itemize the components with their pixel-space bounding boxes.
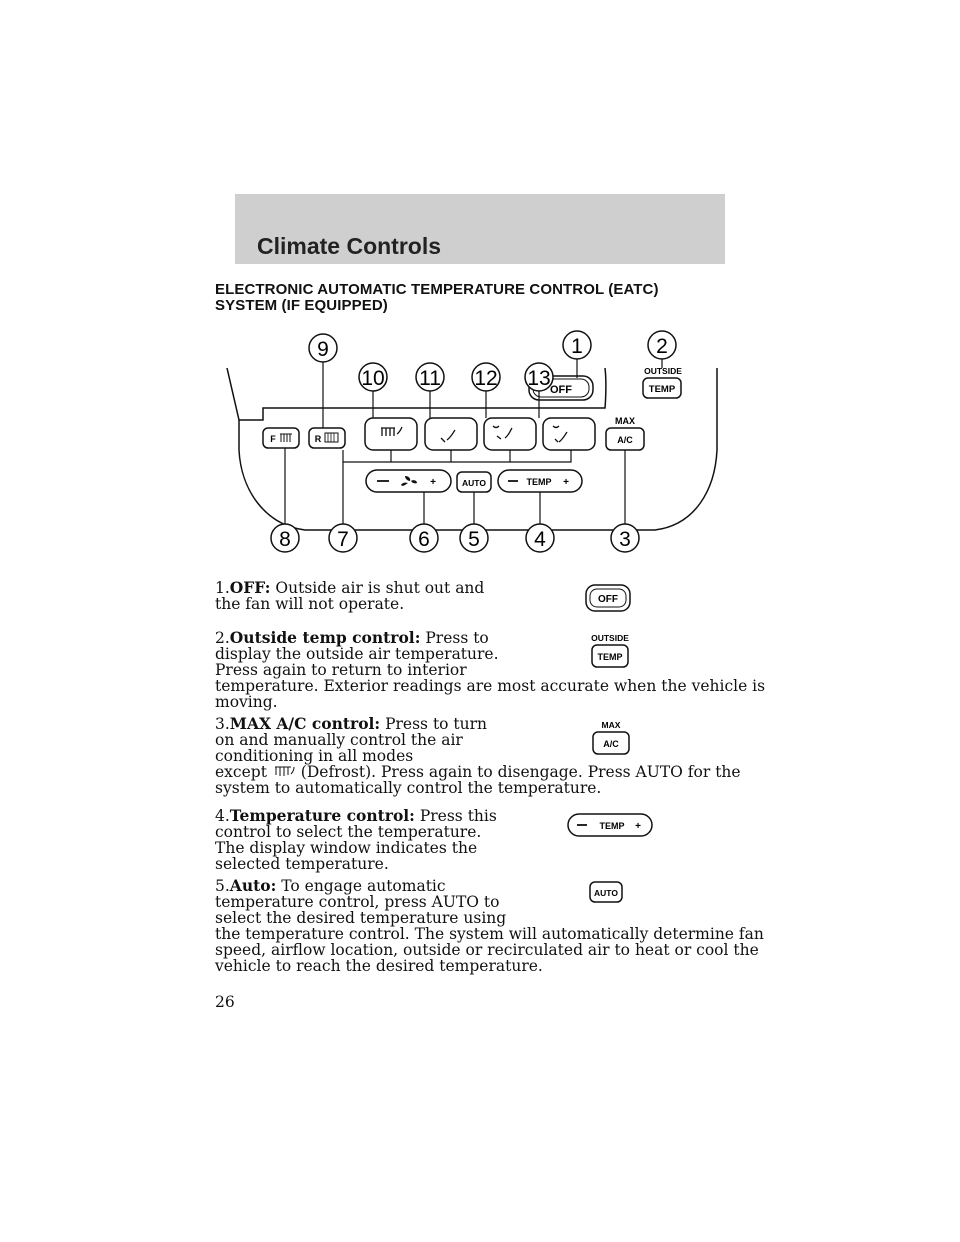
- item-text: conditioning in all modes: [215, 747, 414, 765]
- item-lead: Auto:: [229, 876, 277, 895]
- fan-plus: +: [430, 477, 436, 488]
- temp-control-icon-plus: +: [635, 821, 641, 832]
- off-button-label: OFF: [550, 384, 572, 396]
- item-text: Press to: [425, 629, 489, 647]
- item-text: Outside air is shut out and: [275, 579, 485, 597]
- callout-13: 13: [527, 367, 550, 390]
- outside-temp-button-diagram: OUTSIDE TEMP: [642, 366, 682, 399]
- callout-7: 7: [337, 528, 349, 551]
- item-number: 1.: [215, 579, 230, 597]
- temp-plus: +: [563, 477, 569, 488]
- section-heading: ELECTRONIC AUTOMATIC TEMPERATURE CONTROL…: [215, 282, 735, 314]
- outside-label: OUTSIDE: [644, 366, 682, 376]
- callout-4: 4: [534, 528, 546, 551]
- item-text: temperature control, press AUTO to: [215, 893, 500, 911]
- front-label: F: [270, 434, 276, 444]
- mode-icons: [381, 425, 568, 443]
- item-number: 4.: [215, 807, 230, 825]
- ac-icon-label: A/C: [603, 739, 619, 749]
- chapter-header: Climate Controls: [235, 194, 725, 264]
- item-auto: 5.Auto: To engage automatic temperature …: [215, 876, 764, 975]
- item-off: 1.OFF: Outside air is shut out and the f…: [215, 578, 485, 613]
- max-label: MAX: [615, 416, 635, 426]
- item-text: Press again to return to interior: [215, 661, 467, 679]
- off-icon-label: OFF: [598, 594, 618, 605]
- max-ac-button-diagram: MAX A/C: [605, 416, 645, 451]
- callout-12: 12: [474, 367, 497, 390]
- item-number: 5.: [215, 877, 230, 895]
- item-text: The display window indicates the: [215, 839, 478, 857]
- defrost-icon: [274, 766, 295, 776]
- callout-5: 5: [468, 528, 480, 551]
- auto-button-icon: AUTO: [589, 881, 623, 903]
- item-text-inline: except (Defrost). Press again to disenga…: [215, 764, 741, 780]
- item-text: system to automatically control the temp…: [215, 779, 602, 797]
- item-text: the fan will not operate.: [215, 595, 405, 613]
- item-text: control to select the temperature.: [215, 823, 482, 841]
- temp-control-icon-label: TEMP: [599, 821, 624, 831]
- item-number: 3.: [215, 715, 230, 733]
- item-text: vehicle to reach the desired temperature…: [215, 957, 543, 975]
- leader-lines: [284, 355, 663, 524]
- off-button-icon: OFF: [585, 584, 631, 612]
- callout-10: 10: [361, 367, 384, 390]
- callout-numbers: 1 2 3 4 5 6 7 8 9 10 11 12 13: [279, 335, 668, 551]
- item-text: speed, airflow location, outside or reci…: [215, 941, 759, 959]
- item-text: display the outside air temperature.: [215, 645, 499, 663]
- item-text: moving.: [215, 693, 278, 711]
- item-text: on and manually control the air: [215, 731, 463, 749]
- item-text: temperature. Exterior readings are most …: [215, 677, 766, 695]
- callout-2: 2: [656, 335, 668, 358]
- temperature-control-icon: TEMP +: [567, 813, 653, 837]
- mode-buttons-diagram: [364, 417, 596, 451]
- callout-8: 8: [279, 528, 291, 551]
- item-text: (Defrost). Press again to disengage. Pre…: [300, 763, 741, 781]
- temp-icon-label: TEMP: [597, 652, 622, 662]
- section-heading-line-1: ELECTRONIC AUTOMATIC TEMPERATURE CONTROL…: [215, 281, 659, 298]
- temp-control-label: TEMP: [526, 477, 551, 487]
- item-text: Press to turn: [385, 715, 488, 733]
- auto-button-diagram: AUTO: [456, 471, 492, 493]
- rear-label: R: [315, 434, 322, 444]
- fan-control-diagram: +: [365, 469, 452, 493]
- callout-9: 9: [317, 338, 329, 361]
- item-temperature-control: 4.Temperature control: Press this contro…: [215, 806, 497, 873]
- eatc-panel-diagram: OFF OUTSIDE TEMP MAX A/C F R: [226, 330, 718, 553]
- auto-icon-label: AUTO: [594, 888, 618, 898]
- item-max-ac: 3.MAX A/C control: Press to turn on and …: [215, 714, 741, 797]
- panel-outline: [226, 367, 718, 531]
- front-defrost-button-diagram: F: [262, 427, 300, 449]
- rear-defrost-button-diagram: R: [308, 427, 346, 449]
- max-ac-button-icon: MAX A/C: [592, 720, 630, 755]
- temp-control-diagram: TEMP +: [497, 469, 583, 493]
- item-lead: OFF:: [229, 578, 271, 597]
- callout-11: 11: [419, 367, 441, 390]
- item-lead: Temperature control:: [229, 806, 415, 825]
- callout-circles: [270, 330, 677, 553]
- outside-icon-label: OUTSIDE: [591, 633, 629, 643]
- item-text: select the desired temperature using: [215, 909, 507, 927]
- item-text: except: [215, 763, 267, 781]
- callout-6: 6: [418, 528, 430, 551]
- panel-inner-outline: [239, 367, 607, 421]
- callout-3: 3: [619, 528, 631, 551]
- callout-1: 1: [571, 335, 583, 358]
- section-heading-line-2: SYSTEM (IF EQUIPPED): [215, 297, 388, 314]
- item-outside-temp: 2.Outside temp control: Press to display…: [215, 628, 766, 711]
- item-text: the temperature control. The system will…: [215, 925, 764, 943]
- item-text: Press this: [419, 807, 497, 825]
- item-text: To engage automatic: [281, 877, 446, 895]
- ac-label: A/C: [617, 435, 633, 445]
- item-number: 2.: [215, 629, 230, 647]
- temp-label: TEMP: [649, 384, 676, 395]
- chapter-title: Climate Controls: [257, 233, 442, 259]
- outside-temp-button-icon: OUTSIDE TEMP: [591, 633, 629, 668]
- item-lead: MAX A/C control:: [229, 714, 381, 733]
- max-icon-label: MAX: [602, 720, 621, 730]
- auto-label: AUTO: [462, 478, 486, 488]
- item-text: selected temperature.: [215, 855, 389, 873]
- item-lead: Outside temp control:: [229, 628, 421, 647]
- page-number: 26: [215, 993, 235, 1011]
